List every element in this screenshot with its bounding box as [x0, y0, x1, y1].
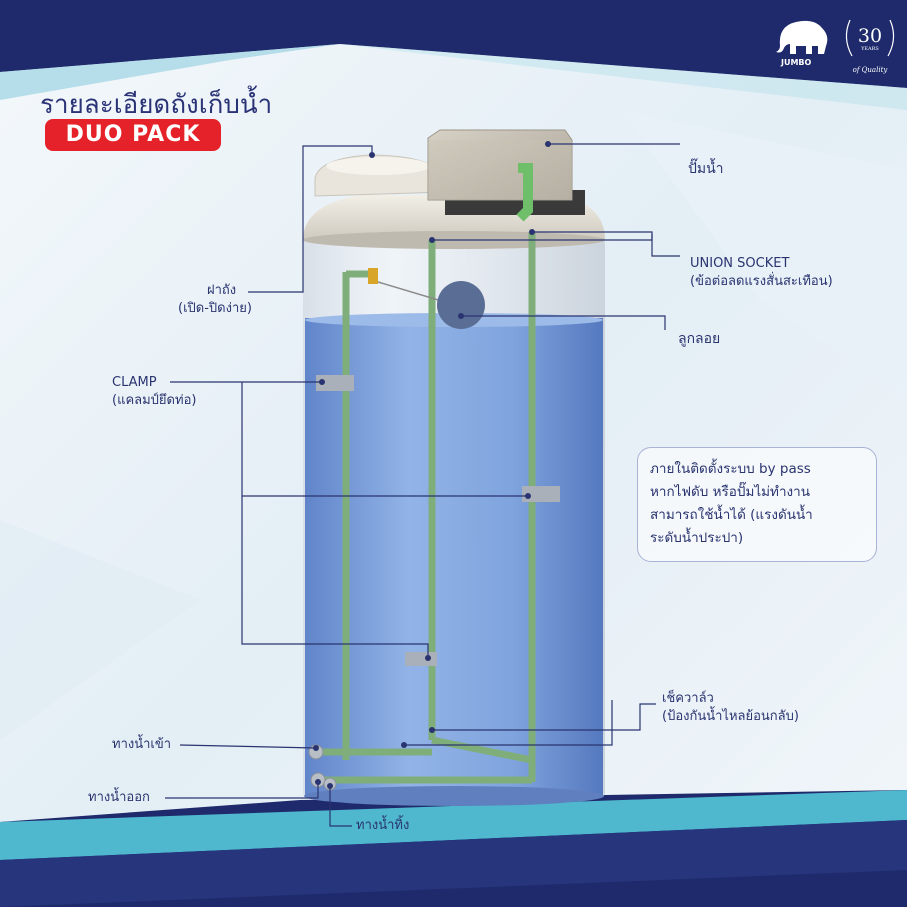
leader-lines [165, 143, 680, 827]
top-navy-band [0, 0, 907, 88]
page-title: รายละเอียดถังเก็บน้ำ [40, 90, 273, 120]
bypass-note-box: ภายในติดตั้งระบบ by pass หากไฟดับ หรือปั… [637, 447, 877, 562]
leader-dots [313, 141, 551, 789]
anniversary-number: 30 [857, 25, 883, 47]
elephant-logo-icon [776, 20, 828, 54]
label-pump: ปั๊มน้ำ [688, 161, 724, 177]
laurel-icon [845, 19, 895, 57]
clamp-part [522, 486, 560, 502]
top-cyan-band [0, 44, 340, 100]
label-inlet: ทางน้ำเข้า [112, 737, 172, 752]
pump-shade [428, 140, 572, 200]
pump-outlet-pipe [516, 163, 533, 222]
note-line: ภายในติดตั้งระบบ by pass [650, 461, 811, 477]
float-ball [437, 281, 485, 329]
tank-water [305, 318, 603, 796]
label-drain: ทางน้ำทิ้ง [356, 818, 410, 833]
bottom-cyan-band [0, 790, 907, 860]
top-light-band [340, 44, 907, 110]
note-line: หากไฟดับ หรือปั๊มไม่ทำงาน [650, 484, 810, 500]
facet-shape [0, 520, 200, 740]
label-check-valve-sub: (ป้องกันน้ำไหลย้อนกลับ) [662, 709, 799, 724]
tank-bottom [304, 786, 604, 806]
note-line: สามารถใช้น้ำได้ (แรงดันน้ำ [650, 507, 813, 523]
clamp-part [316, 375, 354, 391]
label-lid: ฝาถัง [207, 283, 237, 298]
clamp-part [405, 652, 437, 666]
anniversary-years: YEARS [861, 46, 879, 52]
brand-logo-text: JUMBO [781, 58, 812, 67]
anniversary-caption: of Quality [852, 66, 888, 74]
pump-body [427, 129, 573, 201]
note-line: ระดับน้ำประปา) [650, 530, 744, 546]
anniversary-badge: 30 YEARS of Quality [843, 14, 897, 74]
label-union-socket: UNION SOCKET [690, 256, 790, 271]
bottom-band-dark [0, 820, 907, 907]
label-float: ลูกลอย [678, 331, 721, 347]
label-outlet: ทางน้ำออก [88, 790, 150, 805]
label-clamp: CLAMP [112, 375, 157, 390]
duo-pack-badge: DUO PACK [45, 119, 221, 151]
label-clamp-sub: (แคลมป์ยึดท่อ) [112, 393, 197, 408]
label-union-socket-sub: (ข้อต่อลดแรงสั่นสะเทือน) [690, 274, 833, 289]
tank-lid-top [326, 157, 430, 175]
facet-shape [620, 110, 907, 400]
float-valve [368, 268, 378, 284]
label-check-valve: เช็ควาล์ว [662, 691, 714, 706]
label-lid-sub: (เปิด-ปิดง่าย) [178, 301, 252, 316]
